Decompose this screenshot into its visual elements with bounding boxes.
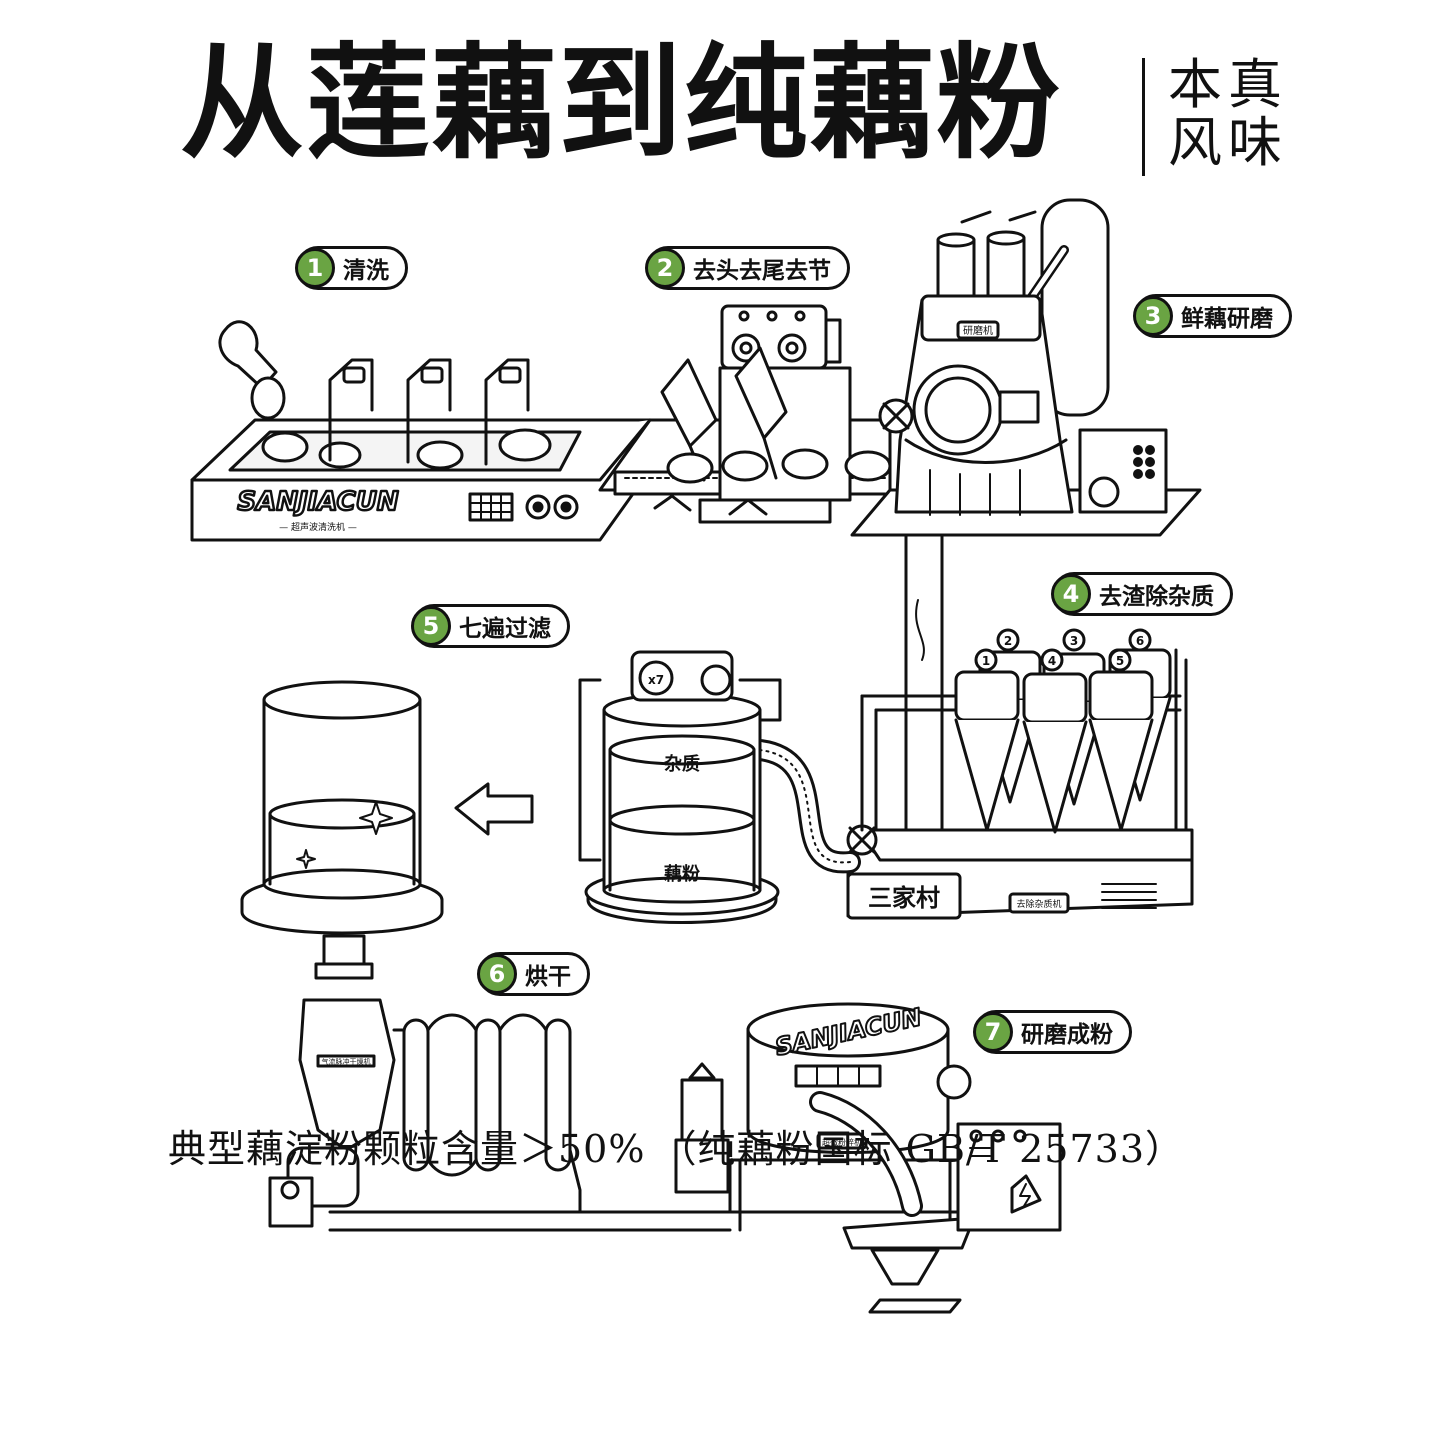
separator-name: 去除杂质机 [1016,898,1061,910]
step-number: 2 [645,248,685,288]
step-number: 1 [295,248,335,288]
step-wash: 1 清洗 [295,246,408,290]
step-label: 七遍过滤 [459,616,551,642]
cutter-machine [598,304,892,524]
step-grind: 3 鲜藕研磨 [1133,294,1292,338]
cyclone-label: 5 [1116,654,1124,668]
step-label: 研磨成粉 [1021,1022,1113,1048]
dryer-name: 气流脉冲干燥机 [322,1057,371,1066]
settling-tank [240,680,444,980]
filter-repeat-badge: x7 [648,673,664,687]
page-subtitle: 本真风味 [1168,53,1288,174]
standard-note: 典型藕淀粉颗粒含量＞50% （纯藕粉国标 GB/T 25733） [168,1127,1185,1171]
step-number: 7 [973,1012,1013,1052]
cyclone-label: 1 [982,654,990,668]
step-separate: 4 去渣除杂质 [1051,572,1233,616]
step-label: 清洗 [343,258,389,284]
cyclone-label: 4 [1048,654,1056,668]
starch-layer-label: 藕粉 [663,863,700,885]
step-number: 5 [411,606,451,646]
washer-brand: SANJIACUN [237,487,398,517]
step-number: 6 [477,954,517,994]
cyclone-label: 3 [1070,634,1078,648]
separator-brand: 三家村 [868,884,940,912]
transfer-pipe [904,533,944,832]
fresh-grinder: 研磨机 [850,198,1202,537]
impurity-separator: 三家村 去除杂质机 [846,628,1194,920]
pulse-dryer: 气流脉冲干燥机 [268,998,732,1232]
step-dry: 6 烘干 [477,952,590,996]
step-label: 烘干 [525,964,571,990]
step-label: 去头去尾去节 [693,258,831,284]
filter-tank: 杂质 藕粉 x7 [578,650,782,924]
step-label: 去渣除杂质 [1099,584,1214,610]
cyclone-label: 6 [1136,634,1144,648]
step-mill: 7 研磨成粉 [973,1010,1132,1054]
ultrasonic-washer: SANJIACUN — 超声波清洗机 — [190,320,652,542]
step-filter: 5 七遍过滤 [411,604,570,648]
step-number: 3 [1133,296,1173,336]
cyclone-label: 2 [1004,634,1012,648]
step-cut: 2 去头去尾去节 [645,246,850,290]
title-divider [1142,58,1145,176]
mill-name: 超微粉碎机 [822,1137,862,1147]
flow-arrow [454,782,534,836]
washer-name: — 超声波清洗机 — [279,521,357,533]
grinder-plate: 研磨机 [963,324,993,337]
impurity-layer-label: 杂质 [664,754,700,775]
step-label: 鲜藕研磨 [1181,306,1273,332]
ultrafine-mill: SANJIACUN 超微粉碎机 [728,1002,1062,1314]
step-number: 4 [1051,574,1091,614]
page-title: 从莲藕到纯藕粉 [180,32,1063,176]
